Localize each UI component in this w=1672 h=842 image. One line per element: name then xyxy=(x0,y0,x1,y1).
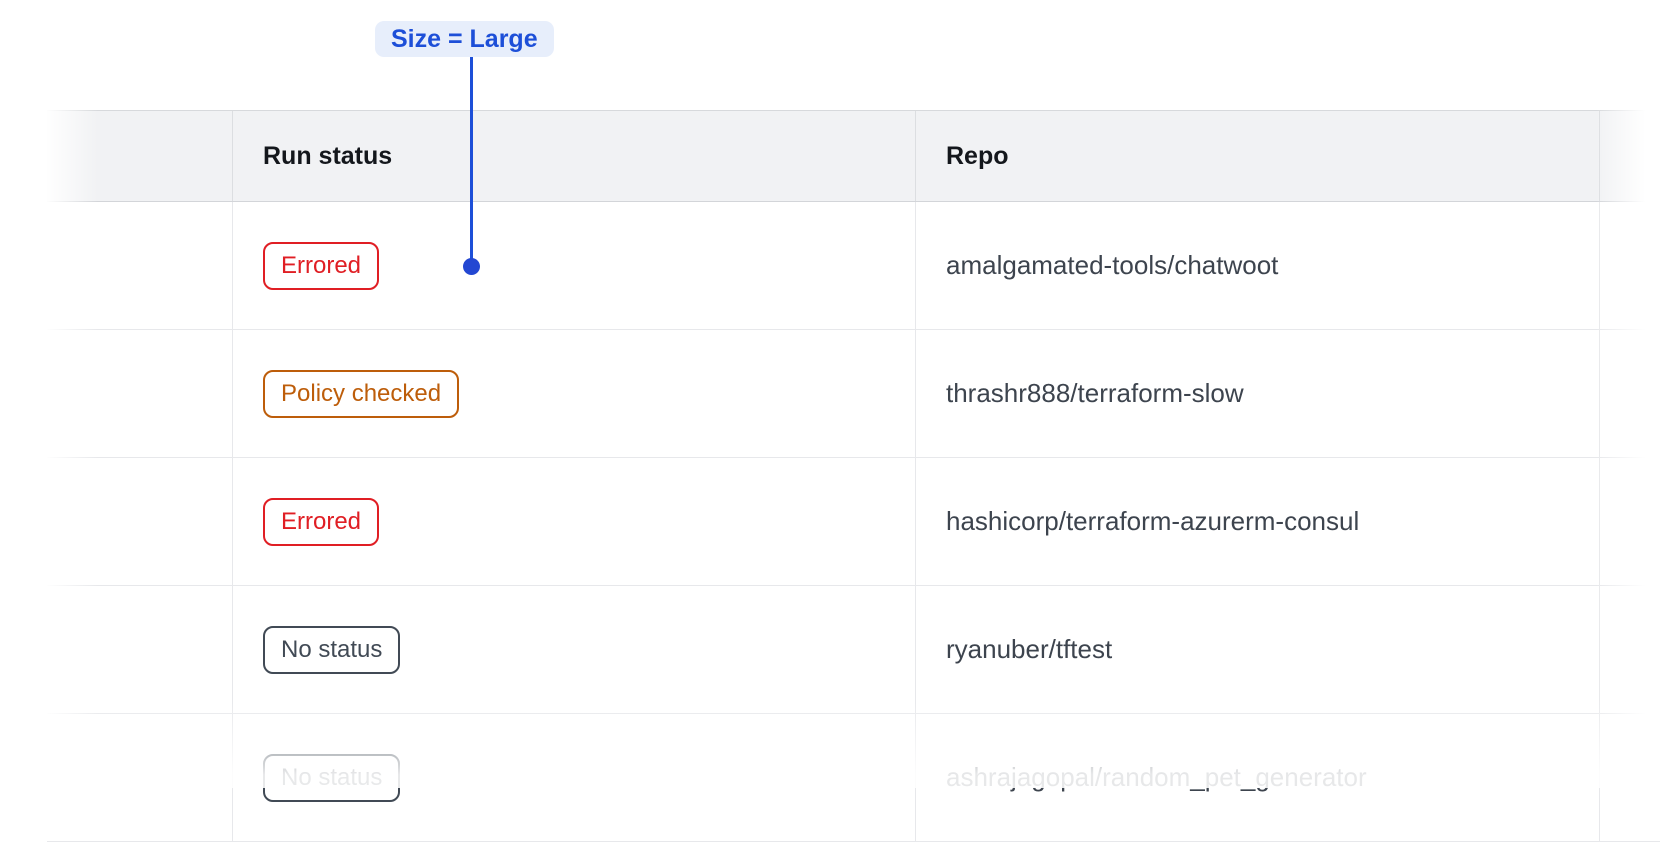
annotation-label: Size = Large xyxy=(375,21,554,57)
repo-name: ashrajagopal/random_pet_generator xyxy=(946,762,1367,792)
row-stub-cell xyxy=(1600,458,1660,585)
table-row[interactable]: No status ryanuber/tftest xyxy=(47,586,1660,714)
table-row[interactable]: Errored hashicorp/terraform-azurerm-cons… xyxy=(47,458,1660,586)
repo-name: ryanuber/tftest xyxy=(946,634,1113,664)
row-stub-cell xyxy=(1600,330,1660,457)
run-status-badge: No status xyxy=(263,625,401,674)
table-header-repo: Repo xyxy=(916,111,1600,201)
repo-cell: ryanuber/tftest xyxy=(916,586,1600,713)
table-header-spacer xyxy=(47,111,233,201)
table-row[interactable]: No status ashrajagopal/random_pet_genera… xyxy=(47,714,1660,842)
row-spacer-cell xyxy=(47,458,233,585)
run-status-badge: No status xyxy=(263,753,401,802)
row-spacer-cell xyxy=(47,330,233,457)
table-header-stub xyxy=(1600,111,1660,201)
repo-name: hashicorp/terraform-azurerm-consul xyxy=(946,506,1360,536)
row-stub-cell xyxy=(1600,714,1660,841)
repo-cell: ashrajagopal/random_pet_generator xyxy=(916,714,1600,841)
repo-cell: hashicorp/terraform-azurerm-consul xyxy=(916,458,1600,585)
repo-name: amalgamated-tools/chatwoot xyxy=(946,250,1279,280)
runs-table: Run status Repo Errored amalgamated-tool… xyxy=(47,110,1660,842)
repo-cell: amalgamated-tools/chatwoot xyxy=(916,202,1600,329)
run-status-badge: Policy checked xyxy=(263,369,460,418)
row-stub-cell xyxy=(1600,586,1660,713)
row-stub-cell xyxy=(1600,202,1660,329)
page: Run status Repo Errored amalgamated-tool… xyxy=(0,21,1672,842)
run-status-cell: Errored xyxy=(233,458,916,585)
run-status-badge: Errored xyxy=(263,497,380,546)
run-status-cell: Errored xyxy=(233,202,916,329)
table-row[interactable]: Errored amalgamated-tools/chatwoot xyxy=(47,202,1660,330)
run-status-cell: Policy checked xyxy=(233,330,916,457)
run-status-cell: No status xyxy=(233,714,916,841)
row-spacer-cell xyxy=(47,714,233,841)
run-status-badge: Errored xyxy=(263,241,380,290)
run-status-cell: No status xyxy=(233,586,916,713)
row-spacer-cell xyxy=(47,586,233,713)
table-header-row: Run status Repo xyxy=(47,110,1660,202)
table-row[interactable]: Policy checked thrashr888/terraform-slow xyxy=(47,330,1660,458)
table-body: Errored amalgamated-tools/chatwoot Polic… xyxy=(47,202,1660,842)
table-header-run-status: Run status xyxy=(233,111,916,201)
repo-name: thrashr888/terraform-slow xyxy=(946,378,1244,408)
repo-cell: thrashr888/terraform-slow xyxy=(916,330,1600,457)
row-spacer-cell xyxy=(47,202,233,329)
